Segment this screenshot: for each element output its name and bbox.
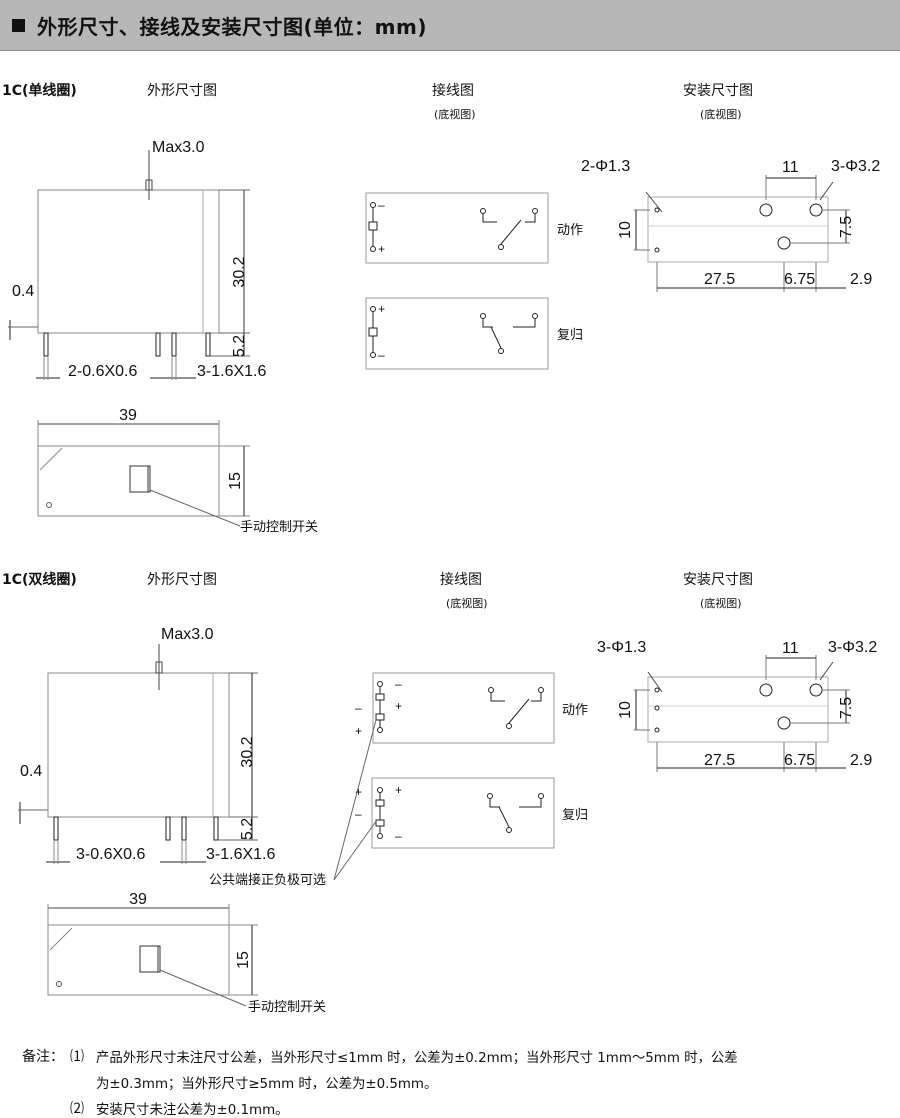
- outline-caption: 外形尺寸图: [147, 572, 217, 588]
- polarity-minus: –: [395, 677, 402, 691]
- dim-max-height: Max3.0: [152, 139, 205, 156]
- dim-pin-length: 5.2: [239, 818, 256, 840]
- relay-top-view: [37, 420, 250, 527]
- dim-10: 10: [617, 221, 634, 239]
- wiring-operate: [365, 192, 549, 264]
- wiring-caption: 接线图: [440, 572, 482, 588]
- relay-top-view: [47, 904, 258, 1007]
- mount-layout: [634, 655, 850, 772]
- relay-front-view: [8, 150, 250, 380]
- dim-pins-right: 3-1.6X1.6: [197, 363, 266, 380]
- dim-length: 39: [129, 891, 147, 908]
- polarity-minus: –: [378, 348, 385, 362]
- page-title: 外形尺寸、接线及安装尺寸图(单位：mm): [37, 14, 427, 39]
- dim-11: 11: [782, 159, 799, 176]
- polarity-plus: +: [378, 242, 385, 256]
- dim-hole-small: 3-Φ1.3: [597, 639, 646, 656]
- polarity-plus: +: [395, 699, 402, 713]
- section-label-double-coil: 1C(双线圈): [2, 572, 77, 588]
- notes-prefix: 备注：: [22, 1049, 64, 1065]
- dim-6-75: 6.75: [784, 752, 815, 769]
- state-operate-label: 动作: [557, 223, 583, 238]
- dim-pin-gap: 0.4: [20, 763, 42, 780]
- outline-caption: 外形尺寸图: [147, 83, 217, 99]
- section-header: 外形尺寸、接线及安装尺寸图(单位：mm): [0, 0, 900, 51]
- common-terminal-note: 公共端接正负极可选: [209, 872, 326, 888]
- dim-pin-gap: 0.4: [12, 283, 34, 300]
- polarity-minus: –: [355, 701, 362, 715]
- dim-body-height: 30.2: [239, 736, 256, 767]
- polarity-plus: +: [355, 785, 362, 799]
- dim-11: 11: [782, 640, 799, 657]
- relay-front-view: [18, 644, 258, 864]
- dim-max-height: Max3.0: [161, 626, 214, 643]
- note-1-mark: ⑴: [70, 1049, 84, 1065]
- dim-hole-large: 3-Φ3.2: [831, 158, 880, 175]
- mount-subcaption: (底视图): [700, 108, 742, 121]
- mount-subcaption: (底视图): [700, 597, 742, 610]
- wiring-subcaption: (底视图): [446, 597, 488, 610]
- note-1-line-1: 产品外形尺寸未注尺寸公差，当外形尺寸≤1mm 时，公差为±0.2mm；当外形尺寸…: [96, 1051, 738, 1066]
- wiring-operate: [372, 672, 555, 744]
- dim-pins-right: 3-1.6X1.6: [206, 846, 275, 863]
- note-2-mark: ⑵: [70, 1101, 84, 1117]
- dim-hole-large: 3-Φ3.2: [828, 639, 877, 656]
- manual-switch-label: 手动控制开关: [240, 520, 318, 535]
- dim-2-9: 2.9: [850, 271, 872, 288]
- polarity-plus: +: [395, 783, 402, 797]
- dim-27-5: 27.5: [704, 271, 735, 288]
- manual-switch-label: 手动控制开关: [248, 1000, 326, 1015]
- dim-6-75: 6.75: [784, 271, 815, 288]
- dim-body-height: 30.2: [231, 256, 248, 287]
- dim-pins-left: 3-0.6X0.6: [76, 846, 145, 863]
- polarity-plus: +: [378, 302, 385, 316]
- polarity-minus: –: [395, 829, 402, 843]
- dim-27-5: 27.5: [704, 752, 735, 769]
- wiring-reset: [365, 297, 549, 370]
- state-reset-label: 复归: [562, 808, 588, 823]
- wiring-caption: 接线图: [432, 83, 474, 99]
- dim-width: 15: [235, 951, 252, 969]
- dim-pin-length: 5.2: [231, 335, 248, 357]
- section-label-single-coil: 1C(单线圈): [2, 83, 77, 99]
- dim-2-9: 2.9: [850, 752, 872, 769]
- dim-pins-left: 2-0.6X0.6: [68, 363, 137, 380]
- dim-7-5: 7.5: [838, 216, 855, 238]
- polarity-plus: +: [355, 724, 362, 738]
- note-2-text: 安装尺寸未注公差为±0.1mm。: [96, 1103, 289, 1118]
- wiring-reset: [371, 777, 555, 849]
- state-operate-label: 动作: [562, 703, 588, 718]
- dim-10: 10: [617, 701, 634, 719]
- square-bullet-icon: [12, 18, 25, 32]
- dim-width: 15: [227, 472, 244, 490]
- mount-caption: 安装尺寸图: [683, 83, 753, 99]
- mount-caption: 安装尺寸图: [683, 572, 753, 588]
- polarity-minus: –: [355, 807, 362, 821]
- state-reset-label: 复归: [557, 328, 583, 343]
- polarity-minus: –: [378, 198, 385, 212]
- dim-hole-small: 2-Φ1.3: [581, 158, 630, 175]
- wiring-subcaption: (底视图): [434, 108, 476, 121]
- dim-length: 39: [119, 407, 137, 424]
- note-1-line-2: 为±0.3mm；当外形尺寸≥5mm 时，公差为±0.5mm。: [96, 1077, 438, 1092]
- mount-layout: [634, 175, 850, 292]
- dim-7-5: 7.5: [838, 697, 855, 719]
